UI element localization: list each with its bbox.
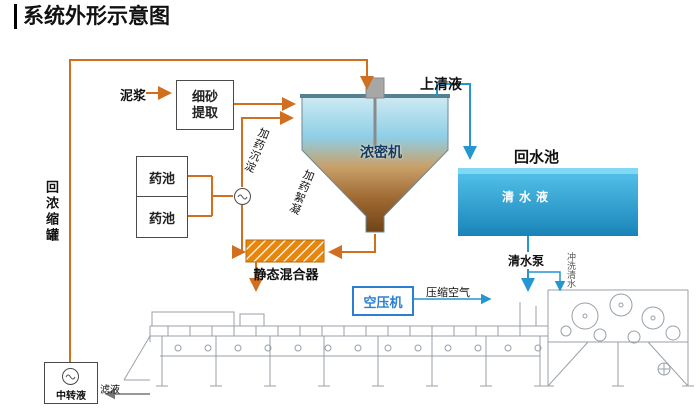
thickener-tank-shape [300, 77, 450, 233]
clear-water-label: 清水液 [502, 190, 554, 204]
fine-sand-extraction-box: 细砂提取 [176, 80, 234, 130]
flush-water-label: 冲洗清水 [566, 252, 576, 288]
thickener-label: 浓密机 [360, 144, 402, 160]
fine-sand-extraction-label: 细砂提取 [191, 88, 218, 120]
air-compressor-box: 空压机 [352, 286, 414, 316]
static-mixer-label: 静态混合器 [253, 267, 319, 282]
clear-water-pump-label: 清水泵 [506, 252, 547, 269]
return-water-pool-shape [458, 168, 638, 236]
return-water-pool-label: 回水池 [514, 149, 560, 166]
dosing-pump-icon [234, 188, 251, 205]
chemical-pool-1-box: 药池 [136, 156, 188, 198]
slurry-flow-lines [69, 59, 376, 362]
static-mixer-shape [245, 239, 325, 263]
filtrate-label: 滤液 [100, 385, 120, 396]
chemical-pool-1-label: 药池 [148, 170, 175, 186]
transfer-pump-icon [62, 368, 79, 385]
return-concentrate-tank-label: 回浓缩罐 [44, 180, 59, 244]
chemical-pool-2-label: 药池 [148, 210, 175, 226]
compressed-air-label: 压缩空气 [426, 287, 470, 299]
transfer-liquid-label: 中转液 [56, 391, 86, 402]
belt-filter-press [123, 289, 694, 387]
air-compressor-label: 空压机 [363, 294, 403, 310]
mixer-motor-icon [365, 77, 385, 99]
page-title: 系统外形示意图 [14, 4, 170, 30]
chemical-pool-2-box: 药池 [136, 196, 188, 238]
mud-label: 泥浆 [120, 88, 147, 103]
supernatant-label: 上清液 [420, 76, 462, 92]
